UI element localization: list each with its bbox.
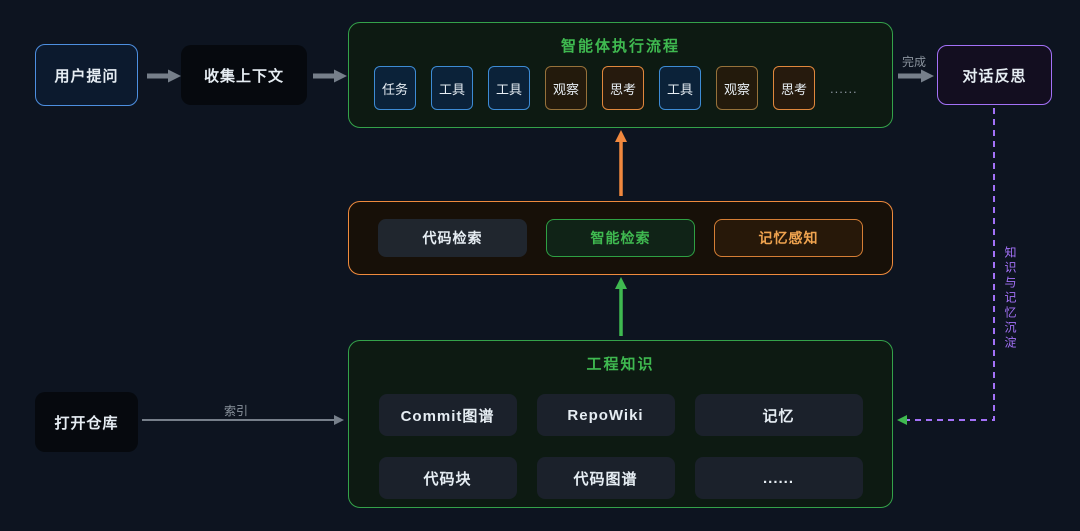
pill-label: 智能检索 xyxy=(590,230,651,246)
pill-label: 代码检索 xyxy=(422,230,483,246)
knowledge-item-label: 代码块 xyxy=(423,470,472,488)
pill-code-retrieval: 代码检索 xyxy=(378,219,527,257)
agent-flow-container: 智能体执行流程 任务 工具 工具 观察 思考 工具 观察 思考 ...... xyxy=(348,22,893,128)
knowledge-item-label: ...... xyxy=(762,469,794,487)
knowledge-title: 工程知识 xyxy=(586,356,655,373)
edge-label-complete: 完成 xyxy=(901,55,926,69)
knowledge-base-container: 工程知识 Commit图谱 RepoWiki 记忆 代码块 代码图谱 .....… xyxy=(348,340,893,508)
node-open-repo-label: 打开仓库 xyxy=(54,414,119,432)
arrow-reflection-to-knowledge xyxy=(897,108,995,425)
chip-label: 思考 xyxy=(780,81,807,97)
chip-label: 工具 xyxy=(438,81,465,97)
edge-label-index: 索引 xyxy=(224,404,249,418)
edge-label-knowledge-memory-flow: 知识与记忆沉淀 xyxy=(1003,246,1017,351)
knowledge-item-repowiki: RepoWiki xyxy=(536,394,675,436)
node-dialog-reflection: 对话反思 xyxy=(937,45,1052,105)
pill-label: 记忆感知 xyxy=(758,230,819,246)
chip-label: 工具 xyxy=(666,81,693,97)
node-collect-context: 收集上下文 xyxy=(181,45,307,105)
chip-tool: 工具 xyxy=(431,66,473,110)
chip-label: 观察 xyxy=(723,81,750,97)
agent-flow-chips: 任务 工具 工具 观察 思考 工具 观察 思考 ...... xyxy=(349,66,892,110)
knowledge-item-code-block: 代码块 xyxy=(378,457,517,499)
chip-observe: 观察 xyxy=(545,66,587,110)
chip-label: 任务 xyxy=(381,81,408,97)
chip-ellipsis: ...... xyxy=(830,66,858,110)
knowledge-item-label: Commit图谱 xyxy=(400,407,495,425)
chip-task: 任务 xyxy=(374,66,416,110)
node-user-question-label: 用户提问 xyxy=(54,67,119,85)
chip-label: 工具 xyxy=(495,81,522,97)
chip-tool: 工具 xyxy=(488,66,530,110)
node-collect-context-label: 收集上下文 xyxy=(203,67,284,85)
chip-label: ...... xyxy=(830,80,858,96)
knowledge-item-label: 记忆 xyxy=(762,407,795,425)
node-user-question: 用户提问 xyxy=(35,44,138,106)
knowledge-item-label: 代码图谱 xyxy=(573,470,638,488)
chip-tool: 工具 xyxy=(659,66,701,110)
chip-observe: 观察 xyxy=(716,66,758,110)
knowledge-item-code-graph: 代码图谱 xyxy=(536,457,675,499)
chip-think: 思考 xyxy=(773,66,815,110)
pill-memory-awareness: 记忆感知 xyxy=(714,219,863,257)
agent-flow-title: 智能体执行流程 xyxy=(560,38,680,55)
knowledge-item-label: RepoWiki xyxy=(567,406,644,424)
chip-think: 思考 xyxy=(602,66,644,110)
chip-label: 观察 xyxy=(552,81,579,97)
node-open-repo: 打开仓库 xyxy=(35,392,138,452)
pill-smart-retrieval: 智能检索 xyxy=(546,219,695,257)
knowledge-item-ellipsis: ...... xyxy=(694,457,863,499)
chip-label: 思考 xyxy=(609,81,636,97)
knowledge-grid: Commit图谱 RepoWiki 记忆 代码块 代码图谱 ...... xyxy=(349,394,892,499)
knowledge-item-commit-graph: Commit图谱 xyxy=(378,394,517,436)
node-dialog-reflection-label: 对话反思 xyxy=(962,67,1027,85)
retrieval-layer-container: 代码检索 智能检索 记忆感知 xyxy=(348,201,893,275)
knowledge-item-memory: 记忆 xyxy=(694,394,863,436)
